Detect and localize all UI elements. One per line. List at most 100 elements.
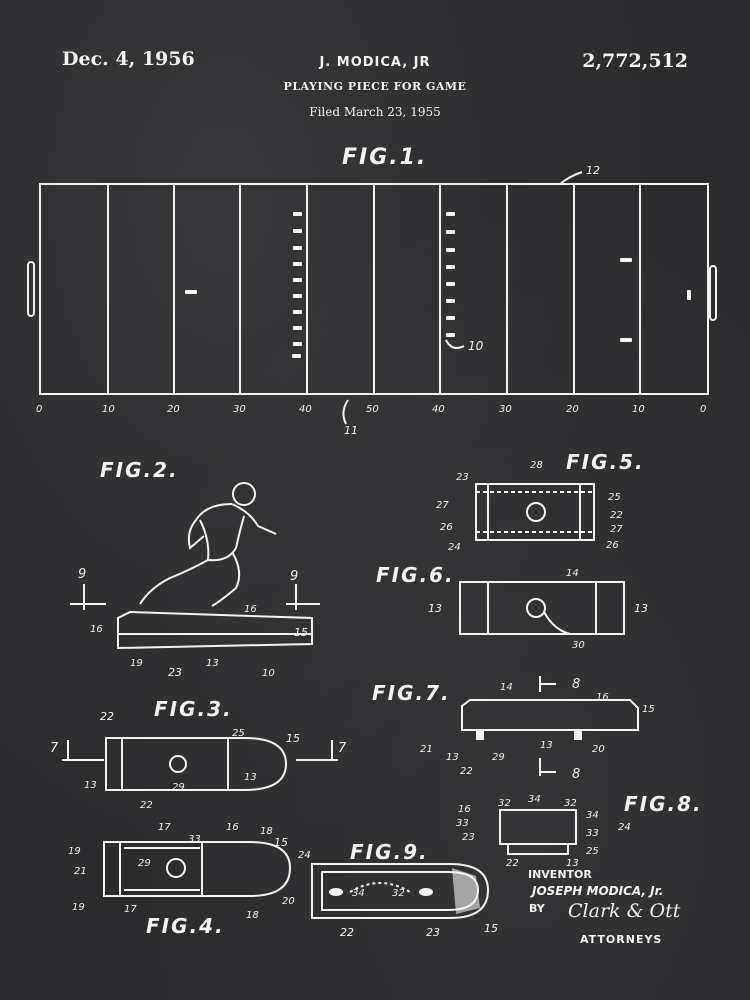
ref-label: 33	[188, 834, 201, 845]
ref-label: 14	[500, 682, 513, 693]
ref-label: 23	[462, 832, 475, 843]
ref-label: 12	[586, 164, 600, 177]
ref-label: 15	[286, 732, 300, 745]
ref-label: 8	[572, 767, 580, 782]
patent-number: 2,772,512	[582, 50, 688, 72]
yard-label: 50	[366, 404, 379, 415]
yard-label: 30	[233, 404, 246, 415]
by-label: BY	[529, 902, 545, 915]
ref-label: 32	[392, 888, 405, 899]
ref-label: 27	[436, 500, 449, 511]
ref-label: 24	[298, 850, 311, 861]
ref-label: 18	[260, 826, 273, 837]
fig5-label: FIG.5.	[566, 450, 645, 474]
yard-label: 0	[36, 404, 42, 415]
ref-label: 21	[420, 744, 433, 755]
ref-label: 19	[72, 902, 85, 913]
yard-label: 40	[432, 404, 445, 415]
ref-label: 22	[506, 858, 519, 869]
ref-label: 16	[244, 604, 257, 615]
yard-label: 10	[632, 404, 645, 415]
ref-label: 32	[498, 798, 511, 809]
yard-label: 0	[700, 404, 706, 415]
ref-label: 16	[226, 822, 239, 833]
ref-label: 28	[530, 460, 543, 471]
fig7-drawing	[461, 676, 639, 776]
yard-label: 40	[299, 404, 312, 415]
ref-label: 29	[138, 858, 151, 869]
ref-label: 17	[124, 904, 137, 915]
ref-label: 26	[606, 540, 619, 551]
leader-line-12	[559, 171, 583, 185]
leader-line-10	[445, 339, 465, 349]
yard-label: 20	[566, 404, 579, 415]
ref-label: 13	[244, 772, 257, 783]
ref-label: 13	[634, 602, 648, 615]
ref-label: 15	[642, 704, 655, 715]
ref-label: 13	[84, 780, 97, 791]
fig2-label: FIG.2.	[100, 458, 179, 482]
ref-label: 15	[274, 836, 288, 849]
ref-label: 19	[68, 846, 81, 857]
inventor-heading: J. MODICA, JR	[319, 55, 431, 70]
fig7-label: FIG.7.	[372, 681, 451, 705]
attorneys-label: ATTORNEYS	[580, 933, 663, 946]
playing-pieces-left	[185, 212, 302, 358]
ref-label: 22	[100, 710, 114, 723]
fig5-drawing	[475, 483, 595, 541]
fig4-label: FIG.4.	[146, 914, 225, 938]
attorney-signature: Clark & Ott	[568, 900, 681, 922]
ref-label: 34	[528, 794, 541, 805]
fig1-label: FIG.1.	[342, 145, 428, 170]
fig9-label: FIG.9.	[350, 840, 429, 864]
patent-date: Dec. 4, 1956	[62, 48, 195, 70]
ref-label: 9	[78, 567, 86, 582]
yard-label: 30	[499, 404, 512, 415]
ref-label: 9	[290, 569, 298, 584]
ref-label: 13	[428, 602, 442, 615]
inventor-name: JOSEPH MODICA, Jr.	[532, 884, 664, 898]
ref-label: 23	[456, 472, 469, 483]
fig6-label: FIG.6.	[376, 563, 455, 587]
filed-date: Filed March 23, 1955	[309, 105, 441, 119]
fig2-drawing	[70, 482, 320, 650]
ref-label: 22	[140, 800, 153, 811]
ref-label: 32	[564, 798, 577, 809]
patent-title: PLAYING PIECE FOR GAME	[283, 80, 467, 93]
ref-label: 24	[448, 542, 461, 553]
ref-label: 20	[282, 896, 295, 907]
ref-label: 16	[458, 804, 471, 815]
ref-label: 10	[262, 668, 275, 679]
ref-label: 7	[338, 741, 347, 756]
leader-line-11	[342, 399, 349, 425]
fig3-label: FIG.3.	[154, 697, 233, 721]
ref-label: 17	[158, 822, 171, 833]
football-field-drawing	[27, 171, 717, 425]
ref-label: 13	[540, 740, 553, 751]
ref-label: 25	[608, 492, 621, 503]
ref-label: 22	[460, 766, 473, 777]
playing-pieces-right	[446, 212, 691, 342]
ref-label: 29	[492, 752, 505, 763]
ref-label: 25	[232, 728, 245, 739]
ref-label: 20	[592, 744, 605, 755]
inventor-label: INVENTOR	[528, 868, 592, 881]
ref-label: 34	[586, 810, 599, 821]
ref-label: 11	[344, 424, 358, 437]
ref-label: 23	[426, 926, 440, 939]
ref-label: 10	[468, 339, 484, 353]
yard-label: 20	[167, 404, 180, 415]
ref-label: 33	[456, 818, 469, 829]
ref-label: 13	[446, 752, 459, 763]
ref-label: 13	[206, 658, 219, 669]
ref-label: 25	[586, 846, 599, 857]
ref-label: 22	[340, 926, 354, 939]
ref-label: 19	[130, 658, 143, 669]
ref-label: 23	[168, 666, 182, 679]
ref-label: 16	[90, 624, 103, 635]
ref-label: 30	[572, 640, 585, 651]
ref-label: 26	[440, 522, 453, 533]
ref-label: 14	[566, 568, 579, 579]
